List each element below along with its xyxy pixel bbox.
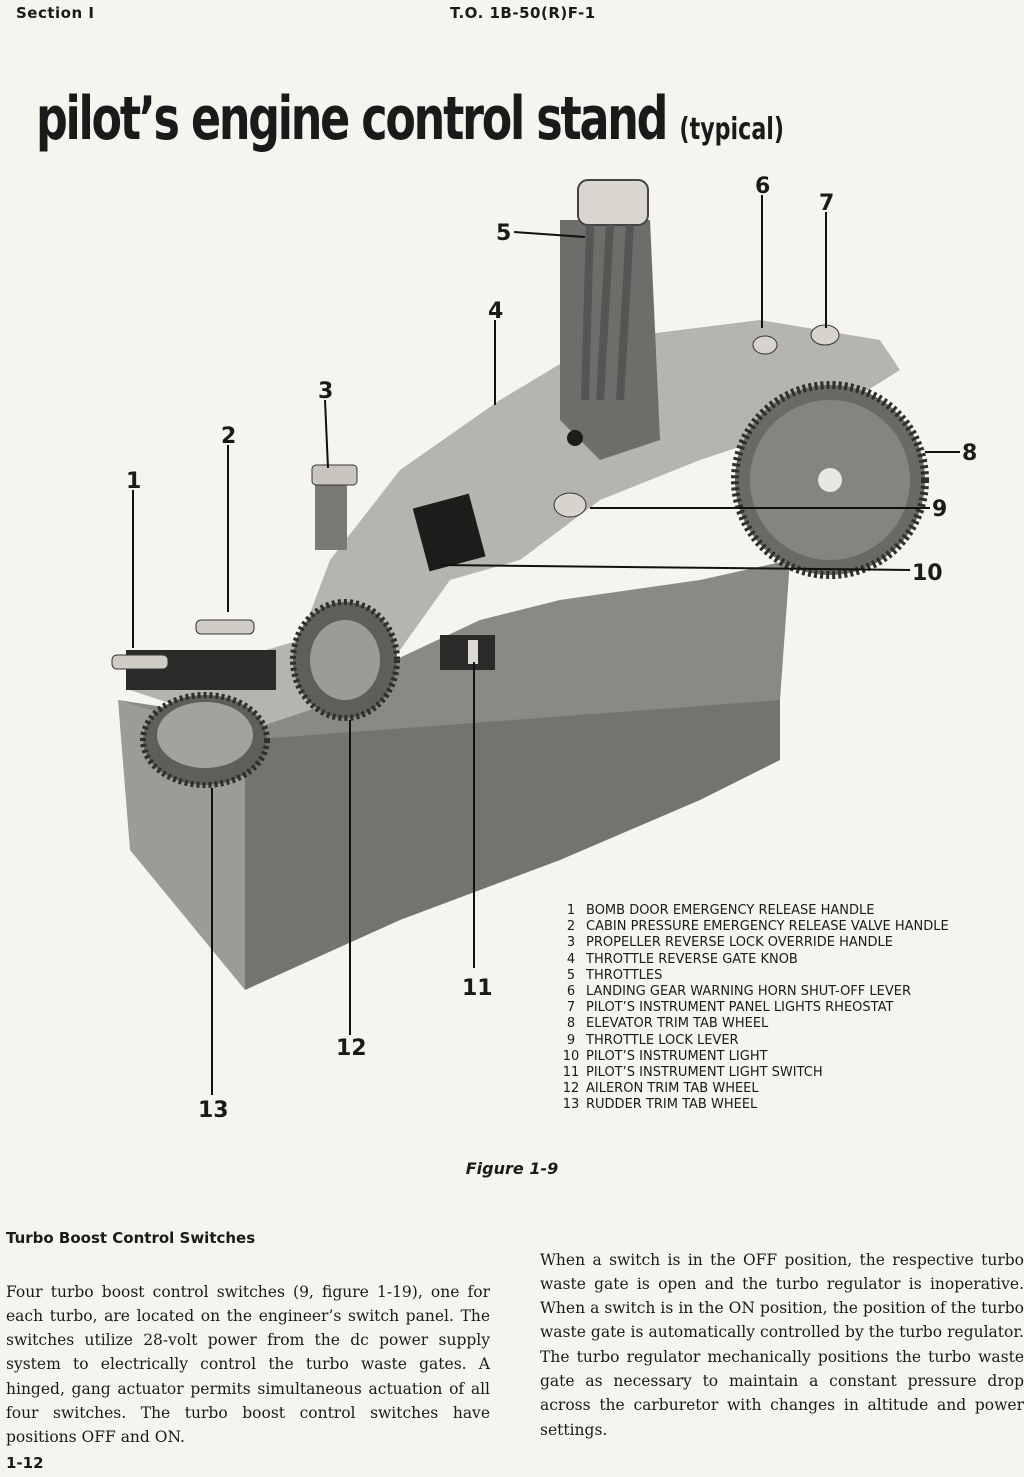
legend-label: BOMB DOOR EMERGENCY RELEASE HANDLE xyxy=(586,903,875,918)
callout-4: 4 xyxy=(488,299,503,324)
leader-line-10 xyxy=(439,564,911,571)
callout-13: 13 xyxy=(198,1098,229,1120)
callout-12: 12 xyxy=(336,1036,367,1061)
callout-7: 7 xyxy=(819,191,834,216)
body-paragraph-right: When a switch is in the OFF position, th… xyxy=(540,1250,1024,1439)
legend-label: AILERON TRIM TAB WHEEL xyxy=(586,1081,759,1097)
propeller-reverse-lock-handle xyxy=(311,464,358,550)
legend-label: PILOT’S INSTRUMENT PANEL LIGHTS RHEOSTAT xyxy=(586,1000,894,1016)
throttle-lever-1 xyxy=(581,224,594,401)
legend-item: 11 PILOT’S INSTRUMENT LIGHT SWITCH xyxy=(556,1065,949,1081)
legend-item: 3 PROPELLER REVERSE LOCK OVERRIDE HANDLE xyxy=(556,935,949,951)
legend-item: 4 THROTTLE REVERSE GATE KNOB xyxy=(556,952,949,968)
section-label: Section I xyxy=(16,4,95,22)
legend-item: 9 THROTTLE LOCK LEVER xyxy=(556,1033,949,1049)
legend-number: 7 xyxy=(566,1000,576,1016)
page-number: 1-12 xyxy=(6,1454,44,1472)
legend-label: THROTTLE REVERSE GATE KNOB xyxy=(586,951,798,967)
figure-caption: Figure 1-9 xyxy=(465,1159,559,1178)
section-heading: Turbo Boost Control Switches xyxy=(6,1229,256,1247)
legend-label: CABIN PRESSURE EMERGENCY RELEASE VALVE H… xyxy=(586,919,949,935)
legend-number: 3 xyxy=(566,935,576,951)
throttle-lever-3 xyxy=(616,224,634,401)
legend-number: 2 xyxy=(566,919,576,935)
rudder-trim-wheel xyxy=(140,692,270,788)
throttle-lever-2 xyxy=(596,224,614,401)
callout-8: 8 xyxy=(962,441,977,466)
legend-label: PILOT’S INSTRUMENT LIGHT xyxy=(586,1048,768,1064)
legend-number: 5 xyxy=(566,967,576,983)
legend-number: 9 xyxy=(566,1032,576,1048)
legend-label: LANDING GEAR WARNING HORN SHUT-OFF LEVER xyxy=(586,984,911,1000)
page-title: pilot’s engine control stand (typical) xyxy=(36,84,784,154)
legend-number: 12 xyxy=(562,1081,580,1097)
callout-10: 10 xyxy=(912,561,943,586)
callout-11: 11 xyxy=(462,976,493,1001)
reverse-gate-knob xyxy=(567,430,583,446)
leader-line-5 xyxy=(513,231,586,238)
legend-item: 6 LANDING GEAR WARNING HORN SHUT-OFF LEVE… xyxy=(556,984,949,1000)
emergency-release-handles xyxy=(111,619,276,690)
legend-number: 8 xyxy=(566,1016,576,1032)
pilot-instrument-light xyxy=(412,493,486,572)
legend-number: 13 xyxy=(562,1097,580,1113)
throttle-grips xyxy=(577,179,649,226)
leader-line-3 xyxy=(324,399,329,469)
legend-number: 11 xyxy=(562,1065,580,1081)
title-main: pilot’s engine control stand xyxy=(36,84,668,154)
legend-item: 1 BOMB DOOR EMERGENCY RELEASE HANDLE xyxy=(556,903,949,919)
legend-item: 10 PILOT’S INSTRUMENT LIGHT xyxy=(556,1049,949,1065)
parts-legend: 1 BOMB DOOR EMERGENCY RELEASE HANDLE 2 CAB… xyxy=(556,903,949,1114)
callout-6: 6 xyxy=(755,174,770,199)
legend-number: 1 xyxy=(566,903,576,918)
body-paragraph-left: Four turbo boost control switches (9, fi… xyxy=(6,1282,490,1447)
title-subtitle: (typical) xyxy=(679,112,785,147)
legend-label: THROTTLE LOCK LEVER xyxy=(586,1032,739,1048)
legend-number: 4 xyxy=(566,951,576,967)
legend-item: 13 RUDDER TRIM TAB WHEEL xyxy=(556,1097,949,1113)
legend-item: 8 ELEVATOR TRIM TAB WHEEL xyxy=(556,1016,949,1032)
legend-label: THROTTLES xyxy=(586,967,663,983)
legend-label: ELEVATOR TRIM TAB WHEEL xyxy=(586,1016,769,1032)
aileron-trim-wheel xyxy=(290,599,400,721)
callout-1: 1 xyxy=(126,469,141,494)
technical-order-number: T.O. 1B-50(R)F-1 xyxy=(450,4,596,22)
elevator-trim-wheel xyxy=(731,381,929,579)
callout-3: 3 xyxy=(318,379,333,404)
light-switch-panel xyxy=(440,635,495,670)
throttle-lock-lever-knob xyxy=(553,492,587,518)
engine-control-stand-illustration: 1 2 3 4 5 6 7 8 9 10 11 12 13 xyxy=(111,174,977,1120)
legend-item: 7 PILOT’S INSTRUMENT PANEL LIGHTS RHEOSTA… xyxy=(556,1000,949,1016)
legend-number: 10 xyxy=(562,1048,580,1064)
callout-5: 5 xyxy=(496,221,511,246)
stand-body-side xyxy=(245,700,780,990)
legend-item: 12 AILERON TRIM TAB WHEEL xyxy=(556,1081,949,1097)
legend-label: PILOT’S INSTRUMENT LIGHT SWITCH xyxy=(586,1065,823,1081)
callout-9: 9 xyxy=(932,497,947,522)
callout-2: 2 xyxy=(221,424,236,449)
legend-label: RUDDER TRIM TAB WHEEL xyxy=(586,1097,758,1113)
legend-item: 2 CABIN PRESSURE EMERGENCY RELEASE VALVE … xyxy=(556,919,949,935)
legend-number: 6 xyxy=(566,984,576,1000)
legend-item: 5 THROTTLES xyxy=(556,968,949,984)
warning-horn-shutoff-lever xyxy=(752,335,778,355)
legend-label: PROPELLER REVERSE LOCK OVERRIDE HANDLE xyxy=(586,935,893,951)
